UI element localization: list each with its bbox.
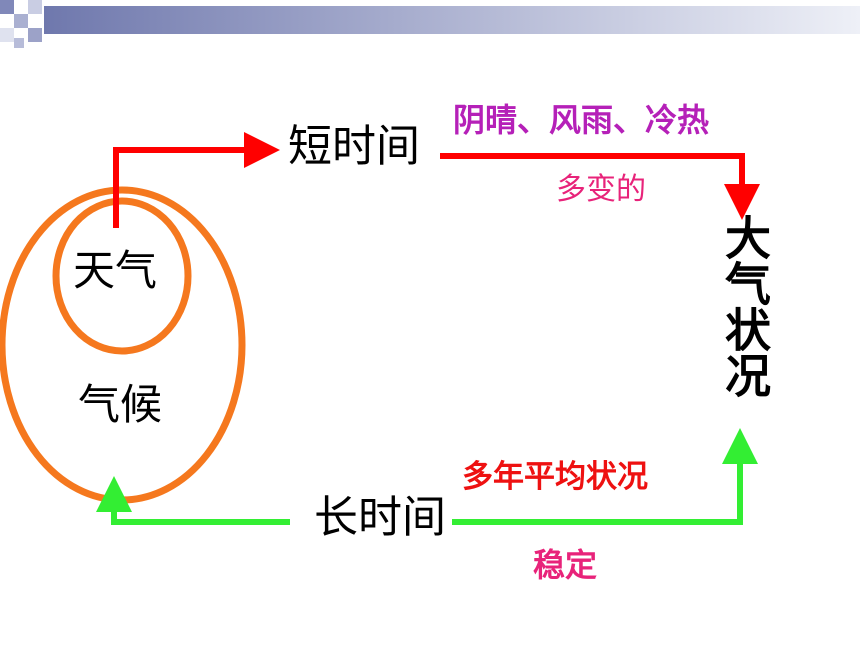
header-square [0,0,14,14]
header-square [0,28,14,42]
short-time-arrow-left [113,132,280,228]
short-time-arrow-right [440,153,760,220]
header-square [14,38,24,48]
climate-label: 气候 [78,380,163,429]
short-time-label: 短时间 [288,121,420,172]
header-square [14,14,28,28]
short-property-text: 多变的 [556,172,646,207]
weather-ellipse [52,197,192,355]
long-examples-text: 多年平均状况 [462,459,648,495]
weather-label: 天气 [73,246,158,295]
climate-ellipse [0,186,246,504]
short-examples-text: 阴晴、风雨、冷热 [453,101,710,139]
header-square [28,28,42,42]
long-property-text: 稳定 [533,546,598,584]
atmosphere-state-label: 大气状况 [718,214,772,398]
header-decoration [0,0,860,48]
header-square [28,0,42,14]
header-gradient-bar [44,6,860,34]
long-time-arrow-right [452,428,758,525]
long-time-label: 长时间 [314,492,446,543]
long-time-arrow-left [96,476,290,525]
